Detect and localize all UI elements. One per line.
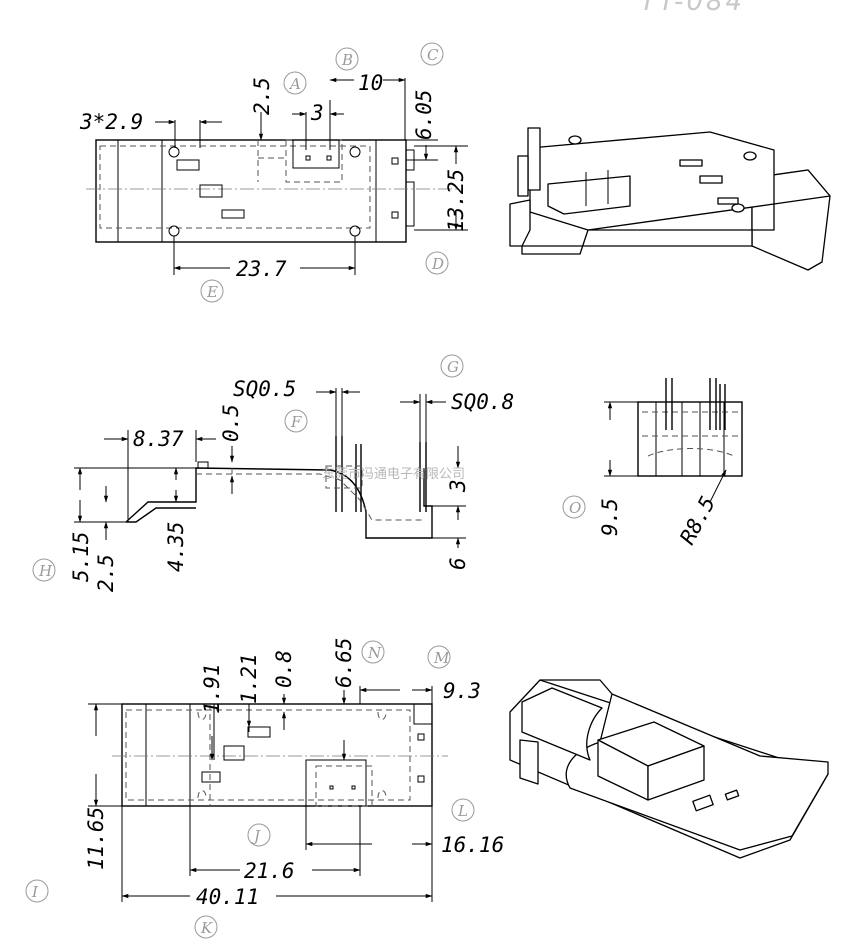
end-view-callouts: O — [562, 495, 586, 519]
dim-6-05: 6.05 — [412, 89, 436, 140]
dim-0-8: 0.8 — [272, 650, 296, 688]
dim-6-65: 6.65 — [332, 637, 356, 688]
bottom-view-dimensions: 1.91 1.21 0.8 6.65 9.3 11.65 16.16 21.6 — [84, 637, 504, 909]
dim-9-3: 9.3 — [443, 679, 481, 703]
bottom-view-outline — [121, 703, 433, 807]
callout-n: N — [367, 644, 382, 662]
end-view-dimensions: 9.5 R8.5 — [598, 401, 727, 548]
side-view — [125, 436, 433, 539]
dim-2-5-top: 2.5 — [250, 77, 274, 115]
dim-1-91: 1.91 — [200, 663, 224, 714]
part-number: TT-084 — [640, 0, 745, 17]
top-view-callouts: A B C D E — [200, 42, 449, 303]
dim-sq0-5: SQ0.5 — [233, 377, 296, 401]
side-view-callouts: F G H — [32, 354, 464, 582]
dim-5-15: 5.15 — [69, 531, 93, 582]
dim-1-21: 1.21 — [237, 653, 261, 704]
callout-j: J — [251, 827, 261, 845]
callout-f: F — [290, 413, 302, 431]
dim-40-11: 40.11 — [196, 885, 259, 909]
dim-0-5: 0.5 — [219, 404, 243, 442]
dim-3-side: 3 — [446, 479, 470, 493]
dim-2-5-side: 2.5 — [94, 554, 118, 592]
dim-23-7: 23.7 — [236, 257, 287, 281]
dim-r8-5: R8.5 — [675, 492, 720, 548]
dim-11-65: 11.65 — [84, 807, 108, 870]
dim-4-35: 4.35 — [164, 521, 188, 572]
dim-sq0-8: SQ0.8 — [451, 390, 514, 414]
callout-k: K — [200, 919, 213, 937]
top-view-outline — [95, 139, 407, 243]
callout-d: D — [431, 255, 444, 273]
dim-3x29: 3*2.9 — [79, 110, 143, 134]
callout-o: O — [569, 499, 581, 517]
dim-3-top: 3 — [310, 101, 324, 125]
side-view-dimensions: SQ0.5 SQ0.8 8.37 0.5 5.15 2.5 4.35 3 6 — [69, 377, 514, 592]
callout-l: L — [457, 802, 468, 820]
bottom-view-callouts: N M L J I K — [25, 640, 475, 939]
watermark: 东莞市冯通电子有限公司 — [322, 466, 465, 482]
callout-e: E — [206, 283, 218, 301]
dim-10: 10 — [358, 71, 383, 95]
dim-9-5: 9.5 — [598, 498, 622, 536]
callout-i: I — [31, 883, 39, 901]
dim-13-25: 13.25 — [444, 169, 468, 232]
callout-m: M — [433, 649, 450, 667]
bottom-isometric — [509, 679, 829, 859]
callout-c: C — [427, 46, 439, 64]
dim-8-37: 8.37 — [133, 427, 184, 451]
bottom-view — [112, 703, 448, 807]
callout-h: H — [38, 562, 53, 580]
end-view — [637, 378, 743, 477]
callout-a: A — [288, 75, 301, 93]
dim-6-side: 6 — [446, 557, 470, 570]
dim-21-6: 21.6 — [244, 859, 295, 883]
top-view-dimensions: 3*2.9 2.5 3 10 6.05 13.25 23.7 — [79, 71, 468, 281]
top-isometric — [509, 127, 831, 271]
dim-16-16: 16.16 — [441, 833, 504, 857]
callout-g: G — [447, 358, 459, 376]
callout-b: B — [341, 51, 353, 69]
top-view — [86, 139, 460, 243]
